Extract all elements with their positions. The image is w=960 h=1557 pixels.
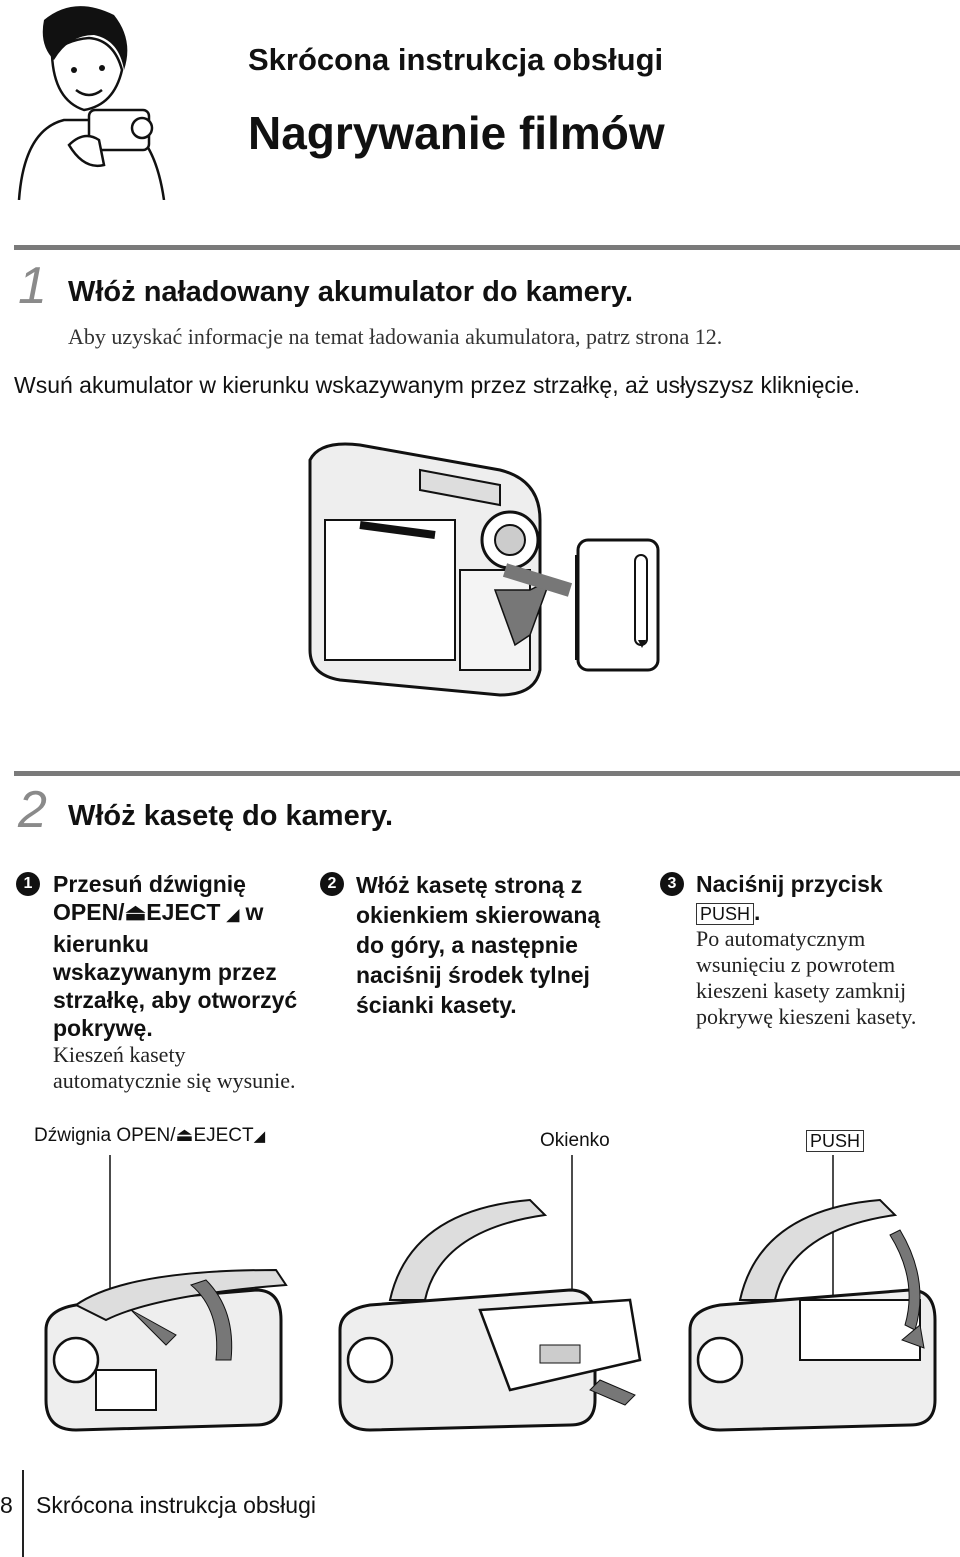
step-title: Włóż naładowany akumulator do kamery. [68, 276, 634, 308]
callout-push-label: PUSH [806, 1130, 865, 1152]
step-number: 1 [18, 257, 47, 315]
substep-line: Przesuń dźwignię [53, 871, 246, 897]
substep-detail: kieszeni kasety zamknij [696, 978, 907, 1003]
substep-detail: Kieszeń kasety [53, 1042, 186, 1067]
substep-detail: Po automatycznym [696, 926, 866, 951]
substep-line: okienkiem skierowaną [356, 902, 601, 928]
camcorder-battery-illustration [308, 442, 660, 697]
footer-rule [22, 1470, 24, 1557]
callout-open-eject-lever: Dźwignia OPEN/⏏EJECT◢ [34, 1124, 265, 1147]
substep-line: do góry, a następnie [356, 932, 578, 958]
section-divider [14, 245, 960, 250]
camcorder-push-close-illustration [688, 1198, 937, 1432]
substep-detail: pokrywę kieszeni kasety. [696, 1004, 917, 1029]
camcorder-open-lever-illustration [44, 1268, 288, 1432]
substep-line: w [245, 899, 264, 925]
section-subtitle: Skrócona instrukcja obsługi [248, 42, 664, 77]
callout-label: Dźwignia OPEN/⏏EJECT [34, 1125, 254, 1146]
substep-1: Przesuń dźwignię OPEN/⏏EJECT ◢ w kierunk… [53, 870, 313, 1094]
eject-symbol-icon: ◢ [253, 1128, 266, 1145]
substep-line: strzałkę, aby otworzyć [53, 987, 298, 1013]
page-title: Nagrywanie filmów [248, 107, 665, 159]
substep-bullet: 2 [320, 872, 344, 896]
substep-line: kierunku [53, 931, 149, 957]
push-button-label: PUSH [696, 902, 755, 925]
substep-line: ścianki kasety. [356, 992, 517, 1018]
page-number: 8 [0, 1492, 13, 1518]
substep-detail: wsunięciu z powrotem [696, 952, 896, 977]
substep-bullet: 1 [16, 872, 40, 896]
camcorder-insert-cassette-illustration [338, 1198, 642, 1432]
footer-text: Skrócona instrukcja obsługi [36, 1492, 316, 1518]
section-divider [14, 771, 960, 776]
substep-line: Włóż kasetę stroną z [356, 872, 583, 898]
callout-window: Okienko [540, 1130, 610, 1151]
substep-2: Włóż kasetę stroną z okienkiem skierowan… [356, 870, 646, 1020]
substep-line: Naciśnij przycisk [696, 871, 883, 897]
substep-line: wskazywanym przez [53, 959, 277, 985]
step-instruction: Wsuń akumulator w kierunku wskazywanym p… [14, 372, 861, 398]
step-number: 2 [18, 781, 47, 839]
substep-line: pokrywę. [53, 1015, 153, 1041]
step-title: Włóż kasetę do kamery. [68, 800, 394, 832]
substep-line: OPEN/⏏EJECT [53, 899, 221, 925]
substep-detail: automatycznie się wysunie. [53, 1068, 296, 1093]
substep-bullet: 3 [660, 872, 684, 896]
person-with-camcorder-illustration [17, 6, 166, 200]
step-note: Aby uzyskać informacje na temat ładowani… [68, 324, 723, 349]
eject-symbol-icon: ◢ [226, 907, 240, 924]
substep-line: . [754, 899, 761, 925]
substep-3: Naciśnij przycisk PUSH. Po automatycznym… [696, 870, 958, 1030]
substep-line: naciśnij środek tylnej [356, 962, 590, 988]
